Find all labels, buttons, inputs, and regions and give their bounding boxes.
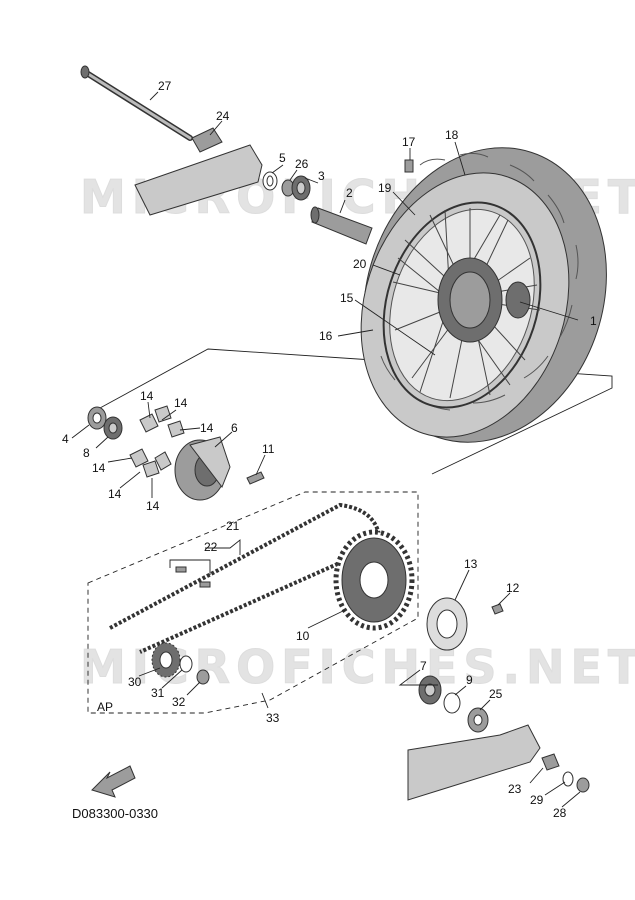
callout-13: 13 (464, 557, 478, 571)
callout-14-f: 14 (146, 499, 160, 513)
collar-5[interactable] (262, 171, 278, 191)
washer-31[interactable] (179, 655, 193, 673)
collar-25[interactable] (467, 707, 489, 733)
collar-4[interactable] (87, 406, 107, 430)
rear-wheel[interactable] (326, 116, 635, 474)
hub-dampers-14[interactable] (129, 405, 185, 478)
bearing-7[interactable] (418, 675, 442, 705)
chain-joint-22[interactable] (175, 566, 211, 588)
callout-30: 30 (128, 675, 142, 689)
callout-9: 9 (466, 673, 473, 687)
callout-11: 11 (262, 442, 275, 456)
callout-28: 28 (553, 806, 567, 820)
callout-8: 8 (83, 446, 90, 460)
bracket-13[interactable] (426, 597, 468, 651)
callout-14-e: 14 (108, 487, 122, 501)
callout-2: 2 (346, 186, 353, 200)
callout-17: 17 (402, 135, 416, 149)
callout-5: 5 (279, 151, 286, 165)
swingarm-right (407, 724, 541, 801)
callout-16: 16 (319, 329, 333, 343)
callout-15: 15 (340, 291, 354, 305)
callout-18: 18 (445, 128, 459, 142)
nut-28[interactable] (576, 777, 590, 793)
callout-14-d: 14 (92, 461, 106, 475)
bearing-3[interactable] (291, 175, 311, 201)
callout-23: 23 (508, 782, 522, 796)
callout-25: 25 (489, 687, 503, 701)
diagram-code: D083300-0330 (72, 806, 158, 821)
nut-32[interactable] (196, 669, 210, 685)
callout-22: 22 (204, 540, 218, 554)
callout-14-b: 14 (174, 396, 188, 410)
front-direction-arrow-icon (91, 765, 136, 798)
wheel-group-outline (99, 348, 613, 475)
swingarm-left (134, 127, 263, 216)
callout-20: 20 (353, 257, 367, 271)
sprocket-10[interactable] (333, 529, 415, 631)
drive-sprocket-30[interactable] (151, 642, 181, 678)
callout-24: 24 (216, 109, 230, 123)
washer-29[interactable] (562, 771, 574, 787)
kit-label: AP (97, 700, 113, 714)
callout-32: 32 (172, 695, 186, 709)
callout-27: 27 (158, 79, 172, 93)
adjuster-plate-23[interactable] (541, 753, 560, 771)
callout-10: 10 (296, 629, 310, 643)
callout-21: 21 (226, 519, 240, 533)
callout-33: 33 (266, 711, 280, 725)
leader-lines (71, 91, 581, 808)
callout-4: 4 (62, 432, 69, 446)
callout-31: 31 (151, 686, 165, 700)
axle[interactable] (80, 65, 193, 141)
callout-19: 19 (378, 181, 392, 195)
callouts: 27 24 5 26 3 2 17 18 19 20 15 16 1 4 8 1… (62, 79, 597, 820)
callout-14-a: 14 (140, 389, 154, 403)
callout-26: 26 (295, 157, 309, 171)
callout-12: 12 (506, 581, 520, 595)
callout-6: 6 (231, 421, 238, 435)
bearing-8[interactable] (103, 416, 123, 440)
nut-12[interactable] (491, 603, 504, 615)
spacer-2[interactable] (310, 206, 373, 245)
callout-14-c: 14 (200, 421, 214, 435)
oil-seal-9[interactable] (443, 692, 461, 714)
bolt-11[interactable] (246, 471, 265, 485)
callout-3: 3 (318, 169, 325, 183)
callout-7: 7 (420, 659, 427, 673)
callout-1: 1 (590, 314, 597, 328)
chain-kit-outline (87, 491, 419, 714)
clutch-hub-6[interactable] (174, 436, 231, 501)
callout-29: 29 (530, 793, 544, 807)
